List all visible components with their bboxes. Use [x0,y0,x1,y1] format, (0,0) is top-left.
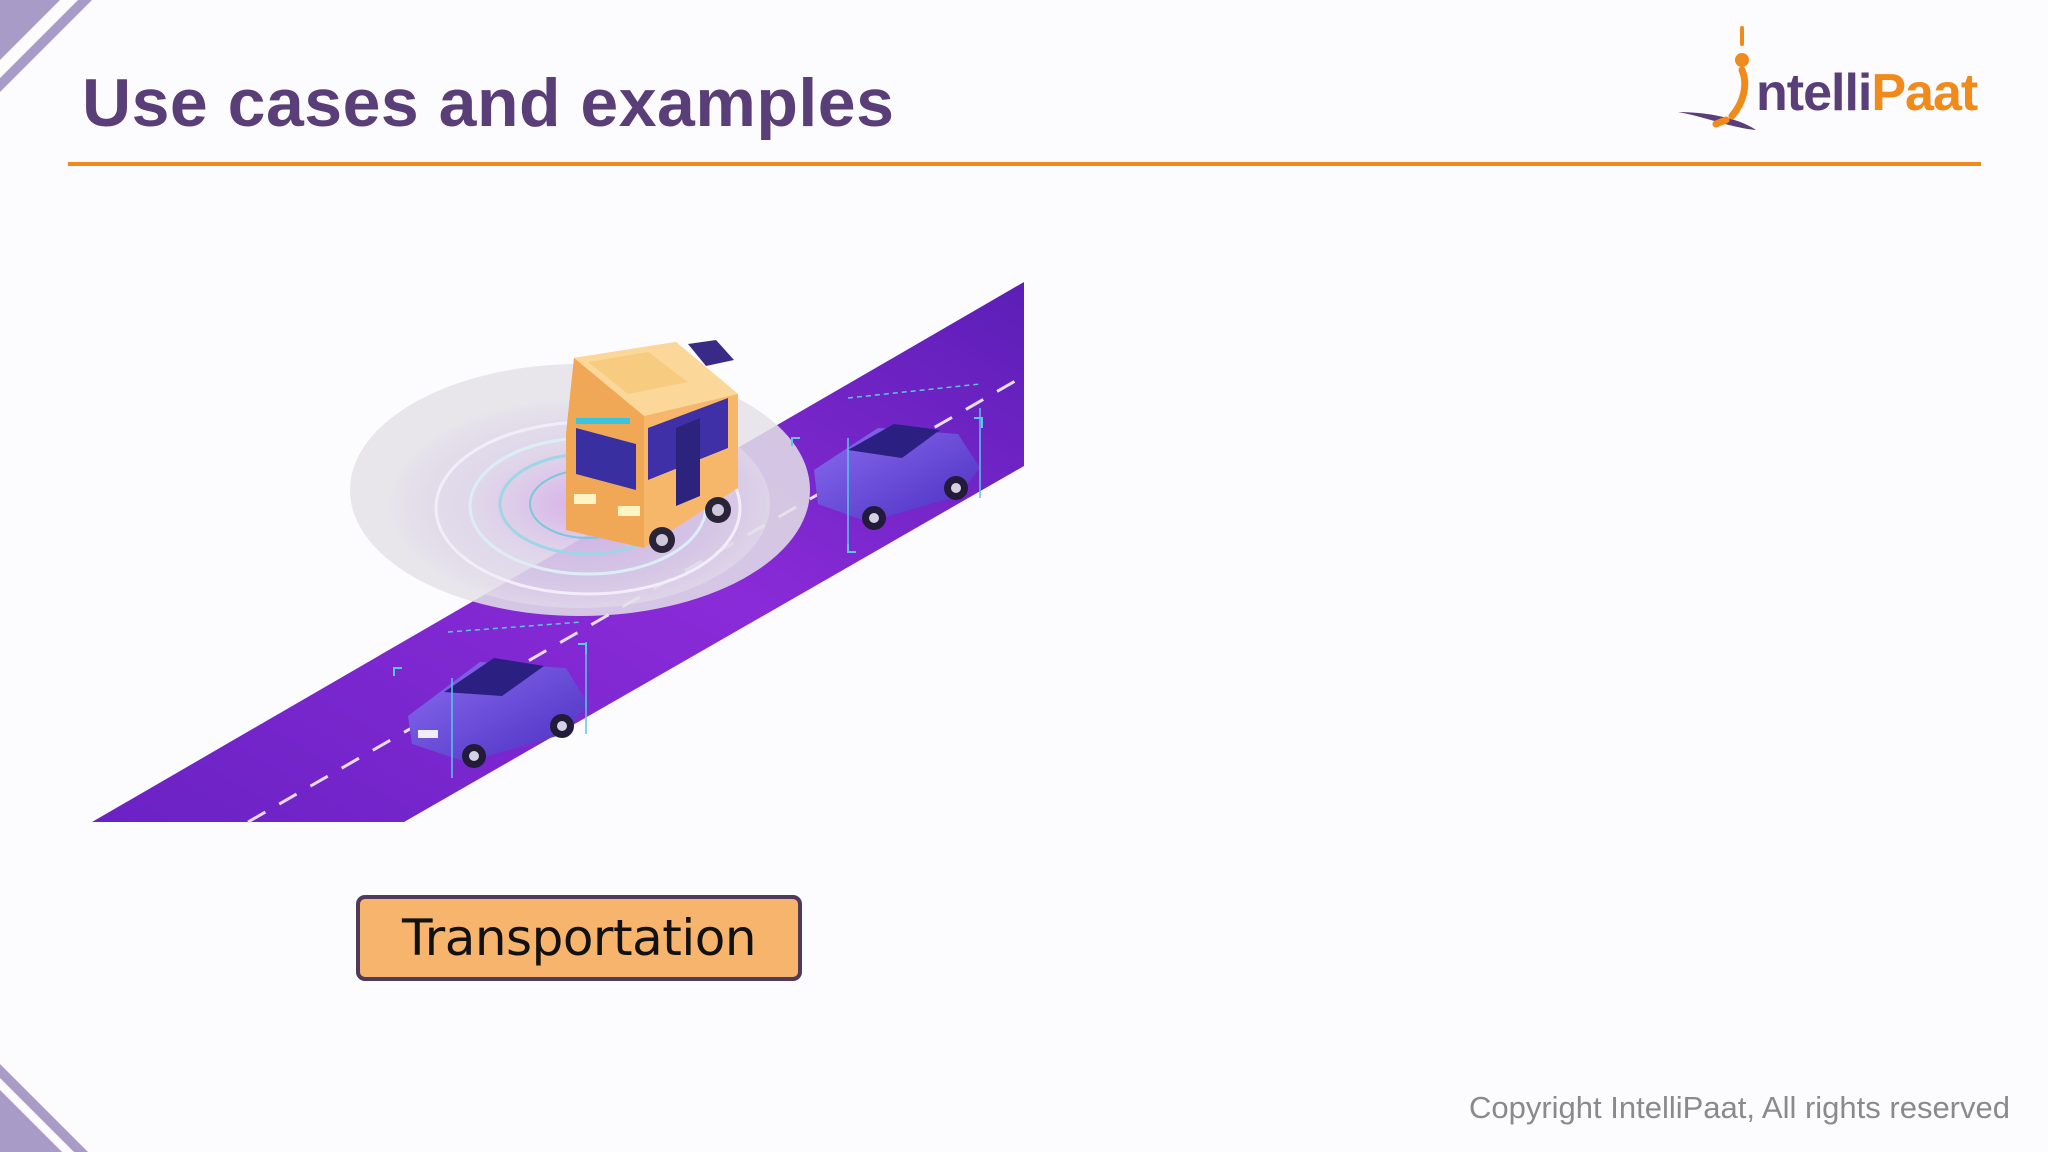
autonomous-transport-illustration [92,282,1025,824]
car-right [791,383,983,553]
corner-decoration-top-left [0,0,92,92]
shuttle-bus [566,340,738,553]
intellipaat-logo: ntelliPaat [1678,26,1979,130]
svg-text:ntelliPaat: ntelliPaat [1756,64,1978,122]
logo-text-intelli: ntelli [1756,64,1871,122]
slide-title: Use cases and examples [82,65,895,141]
logo-text-paat: Paat [1871,64,1978,122]
copyright-notice: Copyright IntelliPaat, All rights reserv… [1468,1090,2010,1125]
title-underline [68,162,1981,166]
corner-decoration-bottom-left [0,1064,88,1152]
transportation-label-text: Transportation [401,909,757,967]
car-left [393,621,588,778]
transportation-label: Transportation [356,895,802,981]
